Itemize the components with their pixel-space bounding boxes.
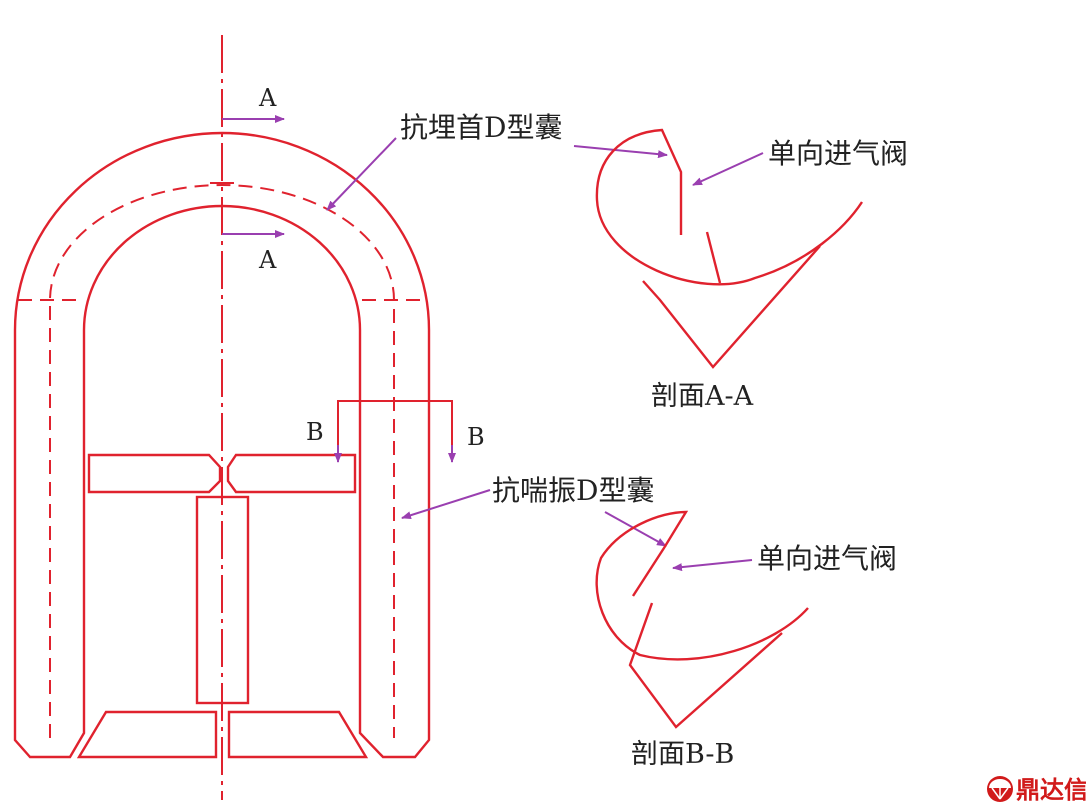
anti-gasp-bag-label: 抗喘振D型囊 (492, 474, 654, 507)
check-valve-b-label: 单向进气阀 (757, 542, 897, 575)
bottom-right-base (227, 710, 369, 759)
leader-check-valve-b (672, 559, 753, 572)
section-a-arrows (222, 115, 285, 238)
top-right-bar (226, 453, 357, 494)
section-mark-a-bottom: A (258, 246, 277, 274)
anti-burial-dashed-line (49, 184, 395, 738)
top-left-bar (87, 453, 222, 494)
outer-bag-contour (13, 131, 431, 759)
parachute-logo-icon (987, 776, 1013, 802)
vertical-post (195, 495, 250, 705)
front-view (13, 35, 453, 800)
section-b-cut-line (337, 400, 453, 460)
leader-section-a-bag (573, 145, 668, 159)
leader-section-b-bag (604, 511, 667, 547)
leader-check-valve-a (692, 152, 764, 186)
leader-anti-burial (326, 137, 397, 211)
watermark-text: 鼎达信 (1016, 776, 1086, 804)
leader-anti-gasp (401, 489, 491, 520)
bottom-left-base (76, 710, 218, 759)
section-mark-a-top: A (258, 84, 277, 112)
section-a-a-label: 剖面A-A (651, 381, 754, 412)
check-valve-a-label: 单向进气阀 (768, 137, 908, 170)
section-mark-b-right: B (467, 423, 485, 451)
labels: A A B B 抗埋首D型囊 抗喘振D型囊 单向进气阀 单向进气阀 剖面A-A … (258, 84, 908, 770)
section-b-b-view (595, 510, 809, 729)
section-b-b-label: 剖面B-B (631, 739, 734, 770)
section-mark-b-left: B (306, 418, 324, 446)
anti-burial-bag-label: 抗埋首D型囊 (400, 111, 562, 144)
section-a-a-view (595, 128, 864, 369)
leader-arrows (326, 137, 764, 572)
watermark: 鼎达信 (987, 776, 1086, 804)
section-b-arrows (334, 445, 456, 463)
